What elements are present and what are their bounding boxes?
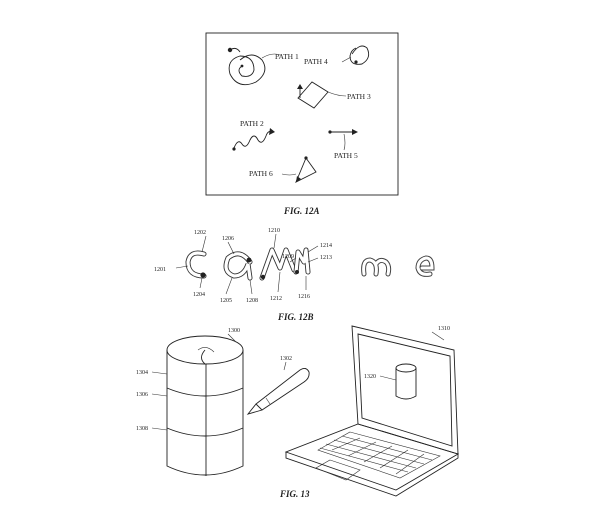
ref-1216: 1216 bbox=[298, 294, 310, 300]
path-2-squiggle bbox=[232, 128, 275, 151]
ref-1308: 1308 bbox=[136, 426, 148, 432]
path-5-label: PATH 5 bbox=[334, 151, 358, 160]
stacked-cylinder bbox=[166, 335, 244, 476]
ref-1310: 1310 bbox=[438, 326, 450, 332]
ref-1208: 1208 bbox=[246, 298, 258, 304]
fig-13: 1300 1304 1306 1308 1302 bbox=[136, 325, 460, 499]
path-5-arrow bbox=[328, 129, 358, 135]
fig-12a-frame bbox=[205, 32, 399, 196]
fig-13-caption: FIG. 13 bbox=[279, 489, 310, 499]
path-6-label: PATH 6 bbox=[249, 169, 273, 178]
path-4-loop bbox=[349, 45, 370, 65]
path-3-label: PATH 3 bbox=[347, 92, 371, 101]
ref-1209: 1209 bbox=[282, 254, 294, 260]
path-1-label: PATH 1 bbox=[275, 52, 299, 61]
path-1-spiral bbox=[227, 47, 266, 86]
ref-1306: 1306 bbox=[136, 392, 148, 398]
fig-12b-caption: FIG. 12B bbox=[277, 312, 314, 322]
handwriting-cam bbox=[185, 247, 311, 281]
fig-12a: PATH 1 PATH 4 PATH 3 PATH 2 bbox=[205, 32, 399, 216]
path-3-diamond bbox=[297, 81, 329, 109]
path-2-label: PATH 2 bbox=[240, 119, 264, 128]
handwriting-me bbox=[361, 255, 435, 277]
path-6-triangle bbox=[295, 156, 317, 183]
ref-1212: 1212 bbox=[270, 296, 282, 302]
ref-1214: 1214 bbox=[320, 243, 332, 249]
ref-1300: 1300 bbox=[228, 328, 240, 334]
ref-1206: 1206 bbox=[222, 236, 234, 242]
ref-1320: 1320 bbox=[364, 374, 376, 380]
ref-1213: 1213 bbox=[320, 255, 332, 261]
path-4-label: PATH 4 bbox=[304, 57, 328, 66]
ref-1201: 1201 bbox=[154, 267, 166, 273]
ref-1205: 1205 bbox=[220, 298, 232, 304]
laptop bbox=[284, 325, 460, 497]
ref-1302: 1302 bbox=[280, 356, 292, 362]
ref-1202: 1202 bbox=[194, 230, 206, 236]
ref-1304: 1304 bbox=[136, 370, 148, 376]
fig-12b-leaders bbox=[175, 233, 319, 295]
fig-12a-caption: FIG. 12A bbox=[283, 206, 320, 216]
ref-1204: 1204 bbox=[193, 292, 205, 298]
fig-12b: 1201 1202 1206 1204 1205 1208 1210 1209 … bbox=[154, 228, 435, 322]
ref-1210: 1210 bbox=[268, 228, 280, 234]
stylus bbox=[246, 367, 310, 415]
